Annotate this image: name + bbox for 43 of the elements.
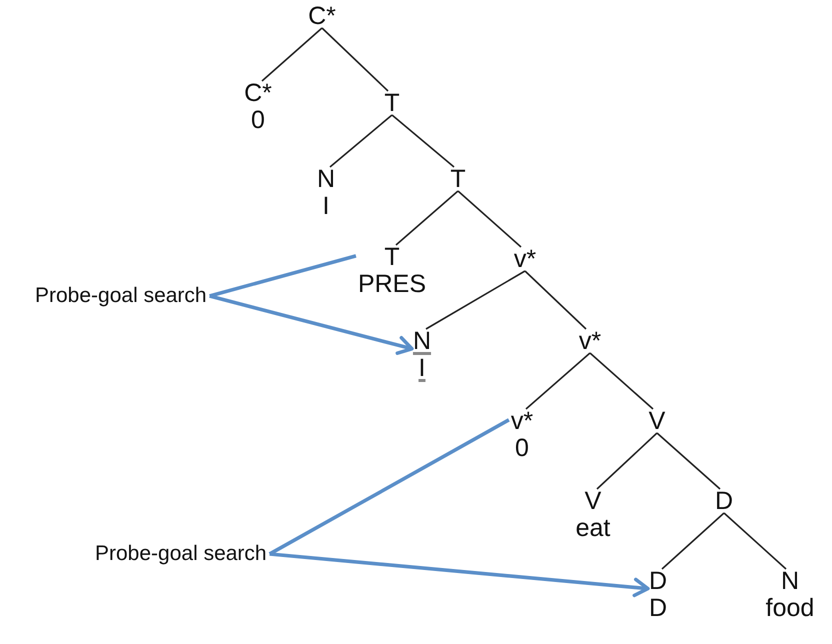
word-label: I: [322, 193, 330, 220]
category-label: C*: [244, 80, 272, 107]
leader-line: [209, 254, 356, 298]
category-label: T: [384, 90, 400, 117]
word-label: PRES: [358, 271, 426, 298]
category-label: D: [714, 488, 734, 515]
tree-branch: [261, 27, 323, 82]
category-label: v*: [578, 328, 602, 355]
tree-branch: [596, 432, 658, 490]
category-label: N: [780, 568, 800, 595]
tree-branch: [525, 352, 591, 410]
arrow: [269, 552, 650, 598]
word-label: D: [648, 595, 668, 622]
leader-line: [268, 418, 510, 556]
category-label: N: [316, 166, 336, 193]
tree-branch: [329, 114, 393, 168]
category-label: v*: [510, 408, 534, 435]
category-label: C*: [308, 3, 336, 30]
word-label: eat: [576, 515, 610, 542]
annotation-text: Probe-goal search: [35, 284, 207, 307]
tree-branch: [426, 270, 526, 330]
word-label: 0: [250, 107, 266, 134]
tree-branch: [457, 190, 522, 248]
tree-branch: [723, 512, 787, 570]
category-label: V: [584, 488, 602, 515]
word-label: food: [766, 595, 814, 622]
tree-branch: [524, 270, 587, 330]
category-label: V: [648, 408, 666, 435]
arrow: [209, 294, 414, 355]
tree-branch: [589, 352, 654, 410]
tree-branch: [395, 190, 459, 246]
category-label: T: [450, 166, 466, 193]
word-label: I: [418, 355, 426, 382]
tree-branch: [661, 512, 725, 570]
category-label: v*: [514, 246, 536, 273]
category-label: N: [412, 328, 432, 355]
tree-branch: [656, 432, 721, 490]
annotation-text: Probe-goal search: [95, 542, 267, 565]
tree-branch: [321, 27, 389, 92]
category-label: D: [648, 568, 668, 595]
word-label: 0: [514, 435, 530, 462]
category-label: T: [383, 244, 401, 271]
tree-branch: [391, 114, 455, 168]
